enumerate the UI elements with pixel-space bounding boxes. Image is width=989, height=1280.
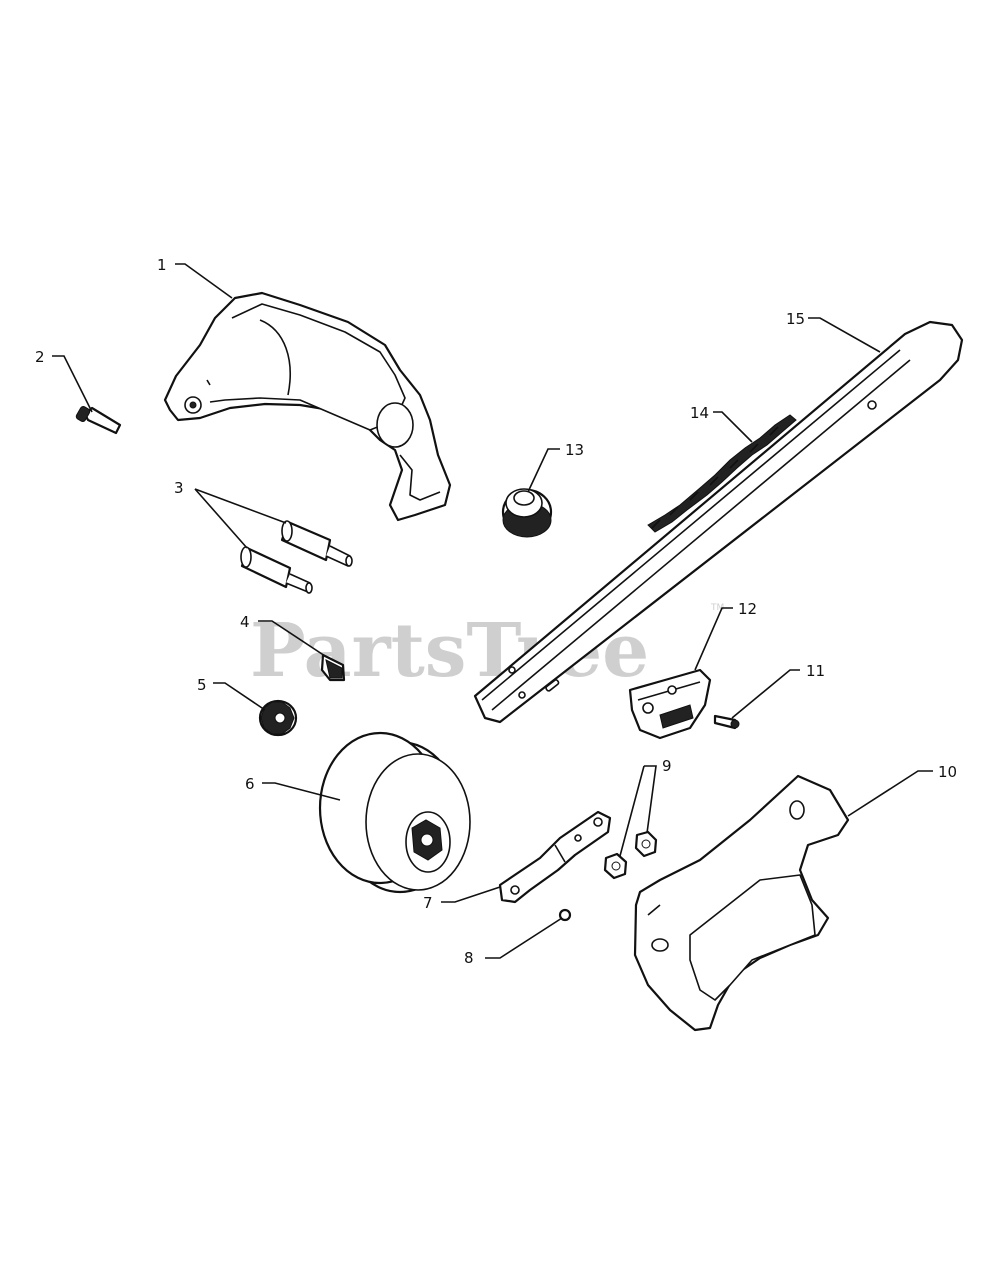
callout-7: 7 [423,894,433,912]
callout-2: 2 [35,348,45,366]
callout-9: 9 [662,757,672,775]
callout-14: 14 [690,404,709,422]
callout-12: 12 [738,600,757,618]
part-10-sprocket-cover[interactable] [633,774,850,1032]
part-1-housing[interactable] [163,291,452,522]
part-3-spacers[interactable] [240,520,353,594]
callout-11: 11 [806,662,825,680]
callout-10: 10 [938,763,957,781]
part-15-guide-bar[interactable] [473,320,964,724]
callout-6: 6 [245,775,255,793]
part-12-tensioner[interactable] [628,668,712,740]
part-4-bushing[interactable] [320,653,346,682]
watermark-tm: TM [710,603,724,613]
callout-8: 8 [464,949,474,967]
callout-3: 3 [174,479,184,497]
part-11-screw[interactable] [713,714,740,730]
part-2-screw[interactable] [75,405,122,435]
part-5-pinion-gear[interactable] [258,699,298,737]
callout-13: 13 [565,441,584,459]
callout-5: 5 [197,676,207,694]
watermark: PartsTree TM [250,603,724,694]
part-14-saw-chain[interactable] [647,414,797,533]
leader-lines [52,263,933,959]
callout-labels: 1 2 3 4 5 6 7 8 9 10 11 12 13 14 15 [35,256,957,967]
part-6-sprocket-wheel[interactable] [318,731,471,894]
part-7-bracket-plate[interactable] [498,810,612,904]
part-13-oil-cap[interactable] [501,488,553,538]
callout-15: 15 [786,310,805,328]
callout-1: 1 [157,256,167,274]
part-9-nuts[interactable] [603,830,658,880]
callout-4: 4 [240,613,250,631]
part-8-washer[interactable] [558,908,572,922]
